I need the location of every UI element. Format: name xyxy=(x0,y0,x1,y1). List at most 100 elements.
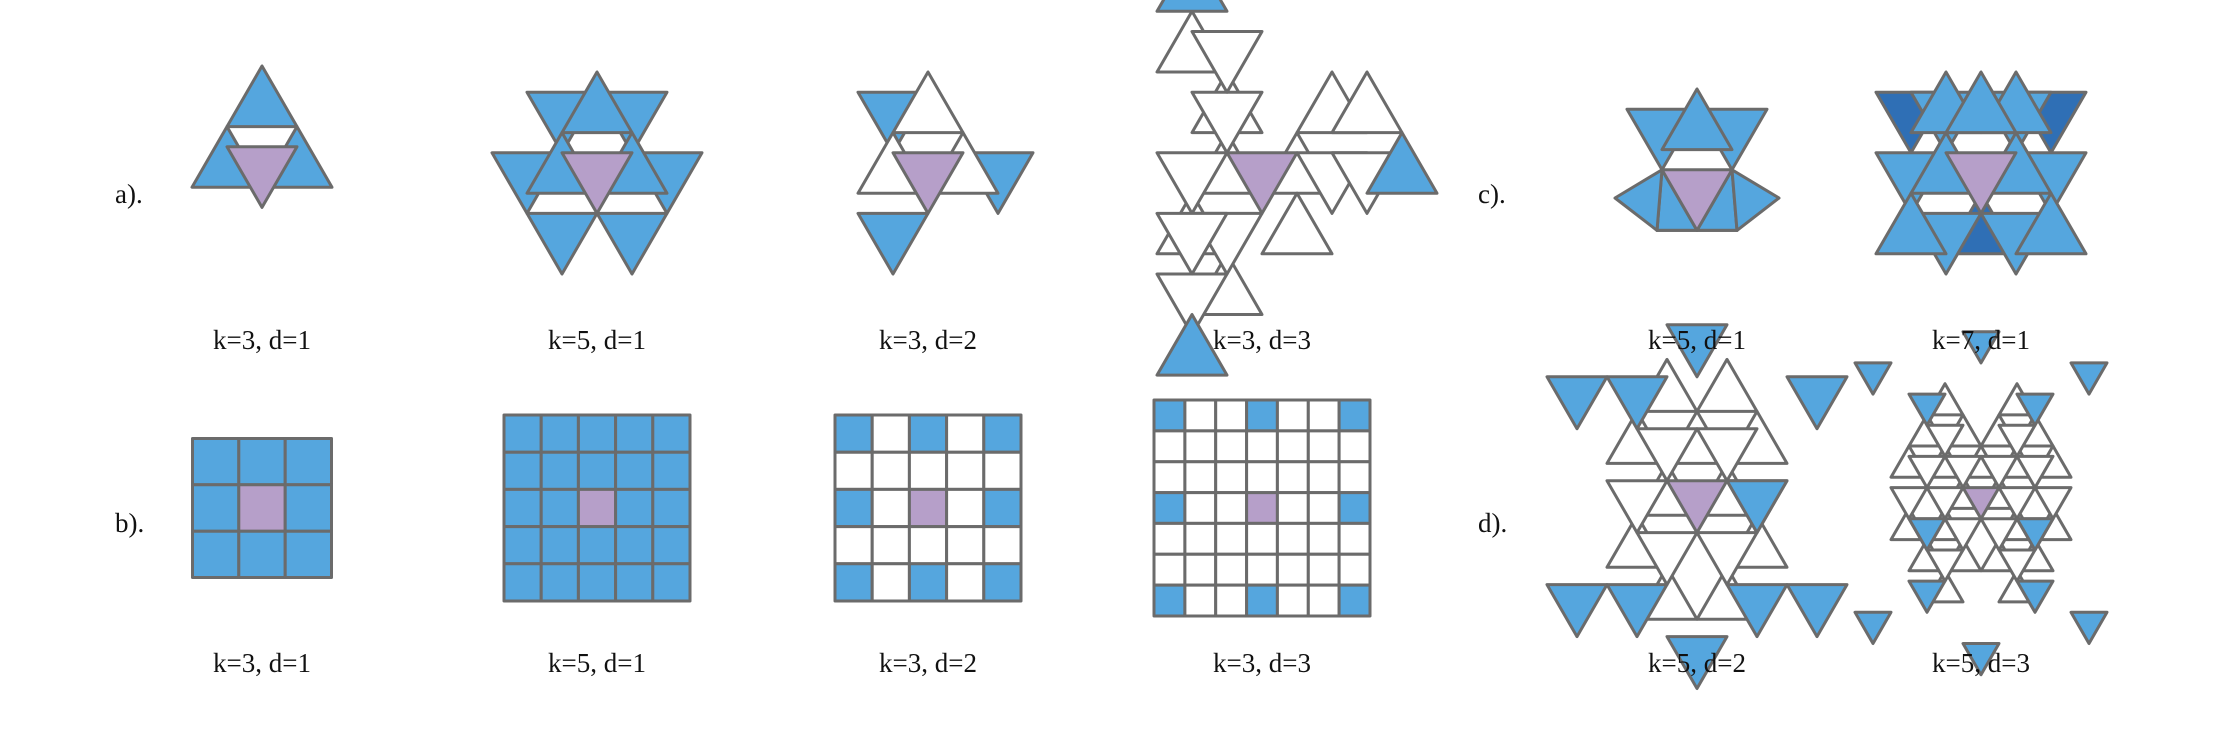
grid-cell xyxy=(651,450,692,491)
grid-cell xyxy=(283,483,333,533)
grid-cell xyxy=(870,525,911,566)
center-cell xyxy=(891,151,965,215)
triangle-cell xyxy=(1925,486,1965,521)
triangle-cell xyxy=(1961,330,2001,365)
triangle-cell xyxy=(2015,517,2055,552)
center-cell xyxy=(907,487,949,529)
triangle-cell xyxy=(856,211,930,276)
center-cell xyxy=(560,151,634,215)
caption-b4: k=3, d=3 xyxy=(1213,648,1311,678)
grid-cell xyxy=(1152,398,1187,433)
triangle-cell xyxy=(225,64,299,129)
triangle-cell xyxy=(1695,357,1759,413)
triangle-cell xyxy=(1907,517,1947,552)
triangle-cell xyxy=(1155,151,1229,215)
grid-cell xyxy=(833,562,874,603)
square-kernel-b3 xyxy=(833,413,1023,603)
triangle-cell xyxy=(1730,168,1781,232)
grid-cell xyxy=(651,413,692,454)
grid-cell xyxy=(982,450,1023,491)
triangle-cell xyxy=(1907,392,1947,427)
grid-cell xyxy=(870,562,911,603)
grid-cell xyxy=(614,450,655,491)
triangle-cell xyxy=(1155,211,1229,276)
square-kernel-b1 xyxy=(191,437,333,579)
grid-cell xyxy=(907,450,949,491)
caption-a2: k=5, d=1 xyxy=(548,325,646,355)
grid-cell xyxy=(1337,429,1372,464)
grid-cell xyxy=(1183,398,1218,433)
grid-cell xyxy=(237,529,287,579)
grid-cell xyxy=(1275,460,1310,495)
grid-cell xyxy=(1337,583,1372,618)
triangle-cell xyxy=(1635,427,1699,483)
grid-cell xyxy=(1245,552,1279,587)
grid-cell xyxy=(651,562,692,603)
row-label-d: d). xyxy=(1478,508,1507,538)
grid-cell xyxy=(1337,552,1372,587)
caption-b3: k=3, d=2 xyxy=(879,648,977,678)
grid-cell xyxy=(539,487,580,529)
grid-cell xyxy=(1337,491,1372,525)
grid-cell xyxy=(1275,583,1310,618)
caption-c1: k=5, d=1 xyxy=(1648,325,1746,355)
triangle-cell xyxy=(1944,70,2018,135)
grid-cell xyxy=(1306,552,1341,587)
grid-cell xyxy=(614,487,655,529)
grid-cell xyxy=(283,529,333,579)
grid-cell xyxy=(1214,429,1249,464)
triangle-cell xyxy=(1853,610,1893,645)
grid-cell xyxy=(191,529,241,579)
row-label-c: c). xyxy=(1478,179,1506,209)
grid-cell xyxy=(1152,429,1187,464)
grid-cell xyxy=(614,562,655,603)
grid-cell xyxy=(1275,491,1310,525)
caption-a4: k=3, d=3 xyxy=(1213,325,1311,355)
triangle-cell xyxy=(1925,423,1965,458)
triangle-kernel-d1 xyxy=(1545,323,1849,690)
triangle-cell xyxy=(1907,579,1947,614)
grid-cell xyxy=(945,562,986,603)
caption-a1: k=3, d=1 xyxy=(213,325,311,355)
grid-cell xyxy=(283,437,333,487)
triangle-kernel-a2 xyxy=(490,70,704,276)
triangle-cell xyxy=(1605,375,1669,431)
grid-cell xyxy=(1306,398,1341,433)
grid-cell xyxy=(907,562,949,603)
grid-cell xyxy=(576,450,618,491)
caption-a3: k=3, d=2 xyxy=(879,325,977,355)
grid-cell xyxy=(982,487,1023,529)
triangle-cell xyxy=(2069,610,2109,645)
grid-cell xyxy=(1214,521,1249,556)
triangle-kernel-d2 xyxy=(1853,330,2109,677)
grid-cell xyxy=(945,487,986,529)
grid-cell xyxy=(191,437,241,487)
row-label-b: b). xyxy=(115,508,144,538)
grid-cell xyxy=(982,562,1023,603)
grid-cell xyxy=(502,413,543,454)
center-cell xyxy=(1225,151,1299,215)
triangle-cell xyxy=(1635,531,1699,587)
grid-cell xyxy=(576,525,618,566)
grid-cell xyxy=(870,413,911,454)
grid-cell xyxy=(982,525,1023,566)
grid-cell xyxy=(1214,583,1249,618)
grid-cell xyxy=(576,562,618,603)
triangle-cell xyxy=(2015,392,2055,427)
grid-cell xyxy=(833,413,874,454)
triangle-cell xyxy=(1605,583,1669,639)
triangle-cell xyxy=(1943,454,1983,490)
grid-cell xyxy=(1245,521,1279,556)
triangle-kernel-a1 xyxy=(190,64,334,209)
triangle-cell xyxy=(1979,454,2019,490)
triangle-cell xyxy=(1997,486,2037,521)
grid-cell xyxy=(1152,583,1187,618)
grid-cell xyxy=(1337,398,1372,433)
grid-cell xyxy=(870,450,911,491)
triangle-cell xyxy=(1961,642,2001,677)
grid-cell xyxy=(502,450,543,491)
triangle-cell xyxy=(1695,427,1759,483)
triangle-cell xyxy=(1155,0,1229,13)
grid-cell xyxy=(982,413,1023,454)
triangle-cell xyxy=(595,211,669,276)
